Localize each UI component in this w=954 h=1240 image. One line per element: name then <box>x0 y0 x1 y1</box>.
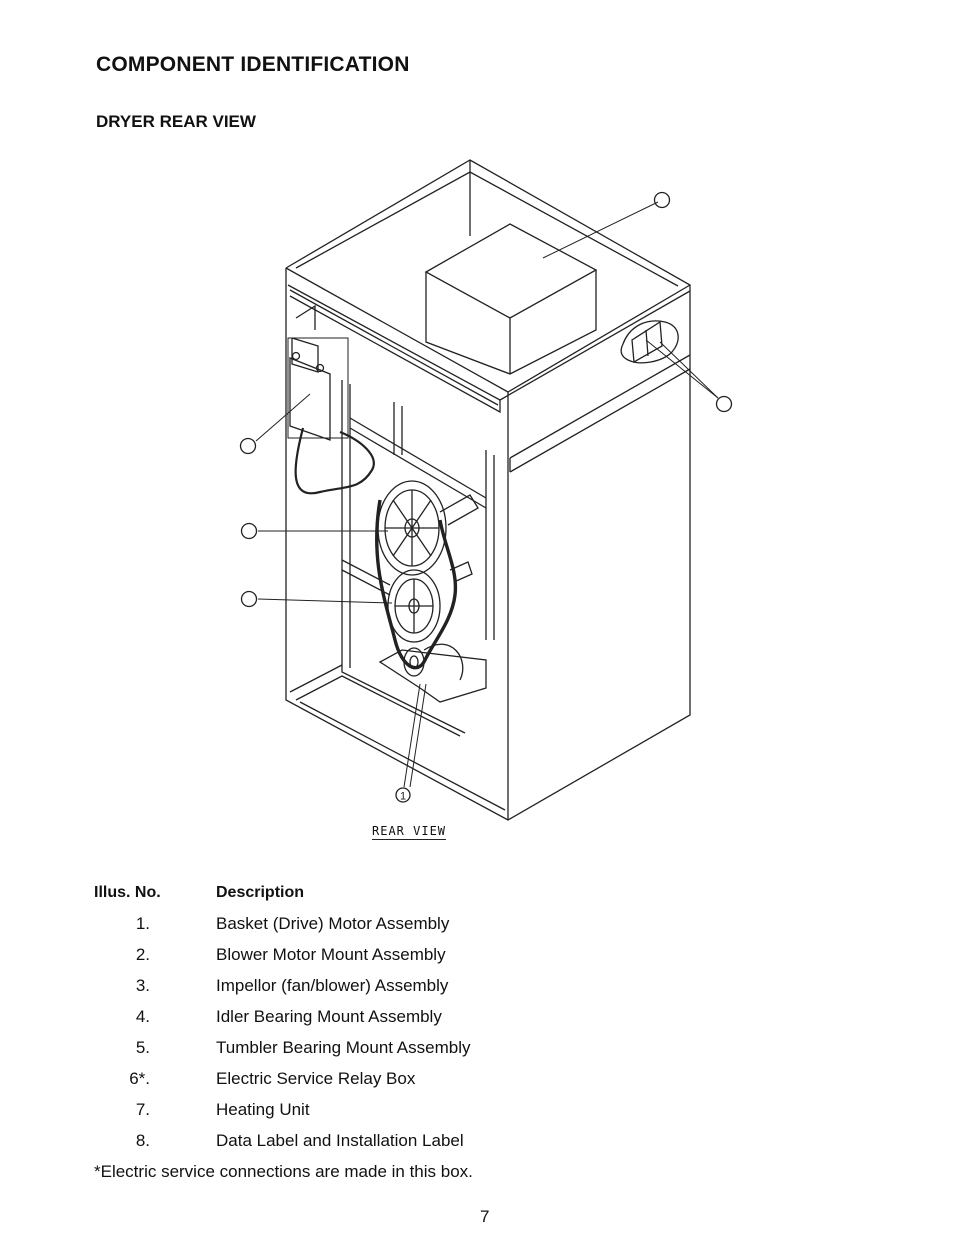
illus-number: 4. <box>135 1007 150 1026</box>
component-description: Basket (Drive) Motor Assembly <box>216 914 450 933</box>
illus-number: 3. <box>135 976 150 995</box>
figure-caption: REAR VIEW <box>372 824 447 840</box>
callout-label-1: 1 <box>400 791 406 803</box>
callout-leaders <box>256 202 718 787</box>
illus-number: 8. <box>135 1131 150 1150</box>
illus-number: 7. <box>135 1100 150 1119</box>
heating-unit-box <box>426 224 596 374</box>
column-header-illus-no: Illus. No. <box>94 884 161 901</box>
section-title: DRYER REAR VIEW <box>96 112 256 131</box>
callout-circle-1 <box>396 788 410 802</box>
component-description: Data Label and Installation Label <box>216 1131 464 1150</box>
component-description: Impellor (fan/blower) Assembly <box>216 976 449 995</box>
component-description: Blower Motor Mount Assembly <box>216 945 446 964</box>
drive-motor <box>380 644 486 702</box>
component-description: Idler Bearing Mount Assembly <box>216 1007 442 1026</box>
illus-number: 1. <box>135 914 150 933</box>
page-title: COMPONENT IDENTIFICATION <box>96 53 410 76</box>
vent-opening <box>621 321 678 363</box>
column-header-description: Description <box>216 884 305 901</box>
lower-pulley <box>388 570 440 642</box>
component-description: Electric Service Relay Box <box>216 1069 416 1088</box>
component-description: Heating Unit <box>216 1100 310 1119</box>
callout-circle <box>717 397 732 412</box>
callout-circle <box>655 193 670 208</box>
upper-pulley <box>378 481 446 575</box>
callout-circle <box>242 592 257 607</box>
footnote: *Electric service connections are made i… <box>94 1162 473 1181</box>
dryer-rear-view-illustration: 1 <box>0 0 954 860</box>
callout-circle <box>241 439 256 454</box>
illus-number: 6*. <box>129 1069 150 1088</box>
component-description: Tumbler Bearing Mount Assembly <box>216 1038 471 1057</box>
illus-number: 2. <box>135 945 150 964</box>
wiring-cable <box>296 428 374 493</box>
page-number: 7 <box>480 1207 490 1226</box>
callout-circle <box>242 524 257 539</box>
illus-number: 5. <box>135 1038 150 1057</box>
